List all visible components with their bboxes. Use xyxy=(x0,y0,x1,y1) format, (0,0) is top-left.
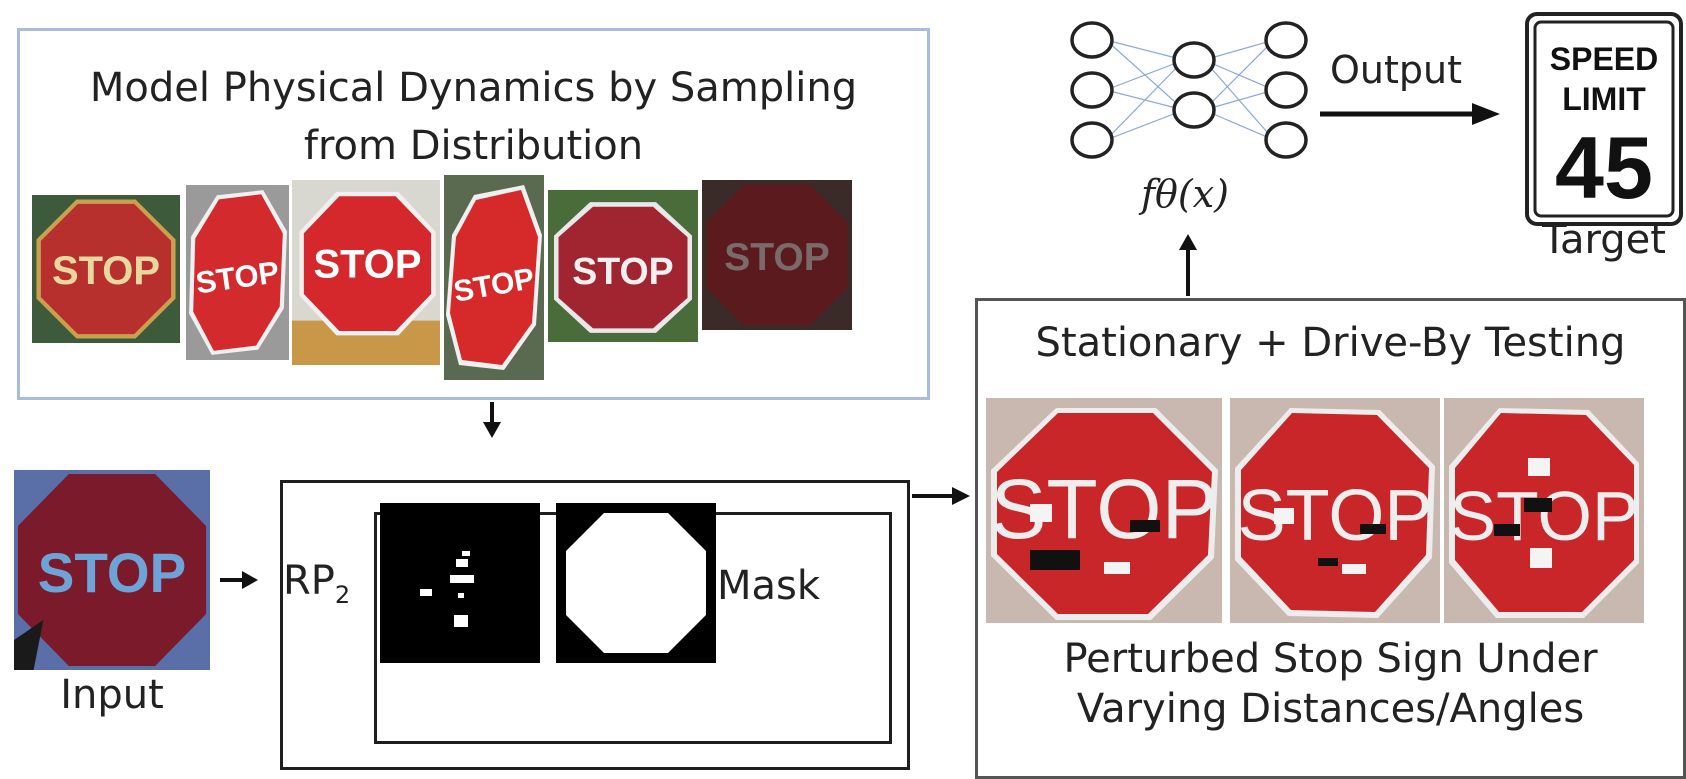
sample-sign-text: STOP xyxy=(572,250,673,292)
output-label: Output xyxy=(1330,48,1462,92)
right-arrow-icon xyxy=(1320,103,1500,125)
sample-stop-image-5: STOP xyxy=(548,190,698,342)
sampling-box: Model Physical Dynamics by Sampling from… xyxy=(17,28,930,400)
speed-sign-number: 45 xyxy=(1555,118,1653,217)
input-label: Input xyxy=(60,672,164,718)
perturbed-stop-image-3: STOP xyxy=(1444,398,1644,623)
testing-box xyxy=(975,298,1686,779)
sample-stop-image-2: STOP xyxy=(186,185,289,360)
sample-stop-image-1: STOP xyxy=(32,195,180,343)
speed-sign-line2: LIMIT xyxy=(1562,81,1646,117)
mask-label: Mask xyxy=(717,563,821,609)
testing-title: Stationary + Drive-By Testing xyxy=(1035,320,1626,366)
sample-stop-image-6: STOP xyxy=(702,180,852,330)
sample-stop-image-4: STOP xyxy=(444,175,544,380)
rp2-outer-box xyxy=(280,480,910,770)
input-stop-image: STOP xyxy=(14,470,210,670)
perturbed-stop-image-2: STOP xyxy=(1230,398,1440,623)
down-arrow-icon xyxy=(483,402,501,438)
speed-limit-sign: SPEED LIMIT 45 xyxy=(1525,12,1683,226)
perturbed-sign-text: STOP xyxy=(1449,477,1638,555)
perturbation-panel xyxy=(380,503,540,663)
rp2-label-sub: 2 xyxy=(334,581,351,609)
function-label: fθ(x) xyxy=(1140,172,1230,216)
sample-sign-text: STOP xyxy=(724,236,829,279)
sampling-title: Model Physical Dynamics by Sampling from… xyxy=(20,59,927,175)
sampling-title-line2: from Distribution xyxy=(303,123,644,169)
rp2-label: RP2 xyxy=(283,556,350,620)
perturbed-sign-text: STOP xyxy=(1238,476,1433,556)
perturbed-stop-image-1: STOP xyxy=(986,398,1222,623)
sampling-title-line1: Model Physical Dynamics by Sampling xyxy=(89,65,858,111)
testing-caption: Perturbed Stop Sign Under Varying Distan… xyxy=(975,634,1686,734)
testing-caption-line1: Perturbed Stop Sign Under xyxy=(1063,636,1598,682)
sample-sign-text: STOP xyxy=(52,249,160,293)
neural-network-icon xyxy=(1070,21,1308,159)
right-arrow-icon xyxy=(912,487,970,505)
mask-panel xyxy=(556,503,716,663)
target-label: Target xyxy=(1542,217,1666,263)
input-sign-text: STOP xyxy=(38,541,186,604)
rp2-label-main: RP xyxy=(283,558,335,604)
testing-caption-line2: Varying Distances/Angles xyxy=(1076,686,1585,732)
right-arrow-icon xyxy=(220,571,258,589)
up-arrow-icon xyxy=(1179,234,1197,296)
sample-sign-text: STOP xyxy=(313,243,421,287)
sample-stop-image-3: STOP xyxy=(292,180,440,365)
perturbed-sign-text: STOP xyxy=(990,462,1217,556)
speed-sign-line1: SPEED xyxy=(1550,41,1658,77)
